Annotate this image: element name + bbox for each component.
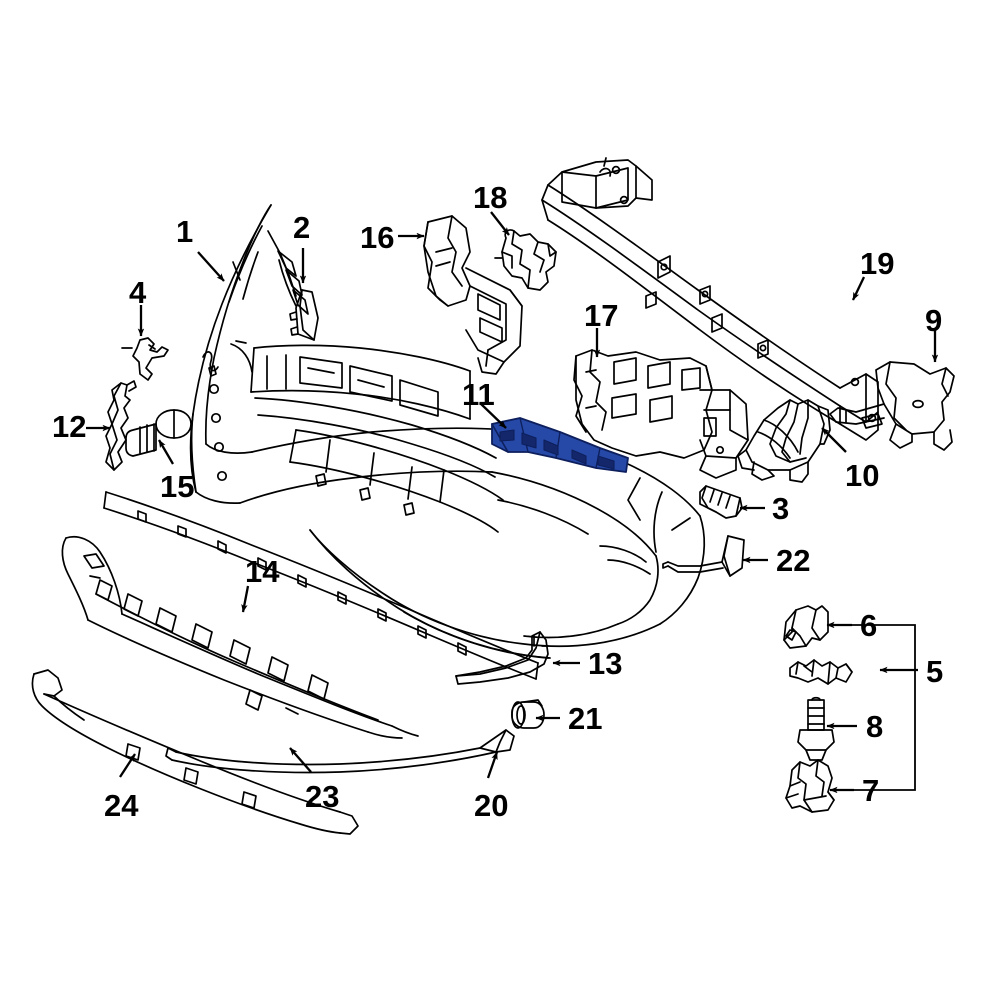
leader-arrow-24 xyxy=(119,753,136,778)
part-14-grille-surround xyxy=(103,491,539,680)
callout-label-14[interactable]: 14 xyxy=(245,554,280,589)
leader-arrow-15 xyxy=(158,439,174,465)
part-4-retainer-clip xyxy=(121,337,169,381)
part-16-side-bracket xyxy=(423,215,523,375)
part-6-bracket-upper xyxy=(783,605,829,649)
callout-label-20[interactable]: 20 xyxy=(474,788,509,823)
leader-arrow-18 xyxy=(490,211,510,236)
part-12-side-retainer xyxy=(105,380,137,471)
part-11-highlighted-bracket xyxy=(491,417,629,473)
callout-label-11[interactable]: 11 xyxy=(462,377,495,412)
callout-label-18[interactable]: 18 xyxy=(473,180,508,215)
callout-label-10[interactable]: 10 xyxy=(845,458,880,493)
callout-label-5[interactable]: 5 xyxy=(926,654,944,689)
leader-arrow-20 xyxy=(486,751,499,779)
callout-label-4[interactable]: 4 xyxy=(129,275,147,310)
callout-label-1[interactable]: 1 xyxy=(176,214,194,249)
part-bumper-cover-main xyxy=(189,204,706,659)
part-22-tow-eye-cap xyxy=(662,535,745,577)
callout-label-19[interactable]: 19 xyxy=(860,246,895,281)
leader-arrows xyxy=(86,211,939,794)
part-3-flange-bolt xyxy=(699,485,743,519)
part-20-air-deflector xyxy=(165,729,515,774)
callout-label-23[interactable]: 23 xyxy=(305,779,340,814)
callout-label-3[interactable]: 3 xyxy=(772,491,790,526)
part-18-tow-hook-bracket xyxy=(494,229,557,291)
callout-label-9[interactable]: 9 xyxy=(925,303,943,338)
part-15-push-pin xyxy=(125,409,192,457)
callout-label-24[interactable]: 24 xyxy=(104,788,139,823)
part-2-side-trim xyxy=(289,289,319,341)
bracket-group-5 xyxy=(828,624,916,791)
part-5-clip-strip xyxy=(789,659,853,685)
part-8-flange-bolt-vertical xyxy=(797,696,835,761)
callout-label-17[interactable]: 17 xyxy=(584,298,619,333)
callout-label-13[interactable]: 13 xyxy=(588,646,623,681)
part-23-grille-insert xyxy=(61,535,419,739)
leader-arrow-19 xyxy=(851,276,866,301)
leader-arrow-11 xyxy=(479,402,507,429)
callout-label-6[interactable]: 6 xyxy=(860,608,878,643)
leader-arrow-10 xyxy=(821,427,847,453)
callout-label-15[interactable]: 15 xyxy=(160,469,195,504)
leader-arrow-14 xyxy=(241,585,250,613)
callout-label-16[interactable]: 16 xyxy=(360,220,395,255)
callout-label-22[interactable]: 22 xyxy=(776,543,811,578)
part-17-reinforcement-bracket xyxy=(573,349,749,479)
part-9-energy-absorber xyxy=(829,361,955,451)
callout-label-21[interactable]: 21 xyxy=(568,701,603,736)
part-10-fog-bezel-bracket xyxy=(737,399,831,483)
part-21-grommet xyxy=(511,699,545,729)
leader-arrow-1 xyxy=(197,251,225,282)
callout-label-7[interactable]: 7 xyxy=(862,773,880,808)
callout-label-2[interactable]: 2 xyxy=(293,210,311,245)
callout-label-12[interactable]: 12 xyxy=(52,409,87,444)
part-7-bracket-lower xyxy=(785,759,835,813)
part-13-side-molding xyxy=(455,631,549,685)
callout-label-8[interactable]: 8 xyxy=(866,709,884,744)
leader-arrow-23 xyxy=(289,747,312,773)
